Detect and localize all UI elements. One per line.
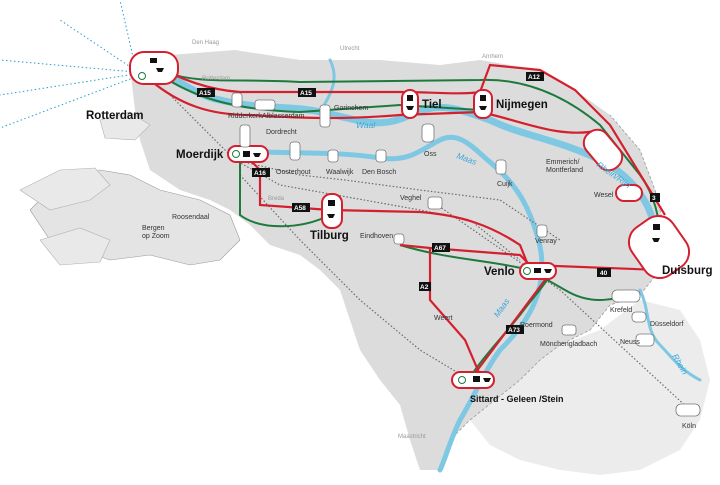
place-koln: Köln (682, 423, 696, 430)
place-breda: Breda (268, 196, 285, 202)
road-a15-west: A15 (199, 90, 211, 97)
place-weert: Weert (434, 315, 453, 322)
place-arnhem: Arnhem (482, 54, 503, 60)
place-rotterdam-small: Rotterdam (202, 76, 230, 82)
place-eindhoven: Eindhoven (360, 233, 393, 240)
place-veghel: Veghel (400, 195, 422, 202)
road-a58: A58 (294, 205, 306, 212)
road-a67: A67 (434, 245, 446, 252)
place-waalwijk: Waalwijk (326, 169, 354, 176)
place-roosendaal: Roosendaal (172, 214, 210, 221)
place-dusseldorf: Düsseldorf (650, 321, 684, 328)
place-neuss: Neuss (620, 339, 640, 346)
place-oosterhout: Oosterhout (276, 169, 311, 176)
city-venlo: Venlo (484, 266, 515, 278)
hub-rotterdam (129, 51, 179, 85)
terminal-icons-grey (231, 92, 701, 417)
border-line (439, 114, 666, 471)
hub-tilburg (321, 193, 343, 229)
city-sittard-geleen-stein: Sittard - Geleen /Stein (470, 394, 564, 404)
place-wesel: Wesel (594, 192, 614, 199)
place-oss: Oss (424, 151, 437, 158)
islands-zeeland (19, 111, 151, 266)
road-lines (149, 61, 666, 381)
road-a12: A12 (528, 74, 540, 81)
hub-emmerich (582, 128, 624, 172)
hub-duisburg (627, 214, 691, 280)
hub-nijmegen (473, 89, 493, 119)
place-alblasserdam: Alblasserdam (262, 113, 305, 120)
place-krefeld: Krefeld (610, 307, 632, 314)
road-a15-mid: A15 (300, 90, 312, 97)
hub-tiel (401, 89, 419, 119)
place-utrecht: Utrecht (340, 46, 360, 52)
place-maastricht: Maastricht (398, 434, 426, 440)
place-dordrecht: Dordrecht (266, 129, 297, 136)
city-tilburg: Tilburg (310, 230, 349, 242)
hubs (129, 51, 691, 389)
place-montferland: Montferland (546, 167, 583, 174)
road-a73: A73 (508, 327, 520, 334)
ship-icon (156, 68, 660, 382)
shipping-lanes (0, 0, 139, 129)
road-de-40: 40 (600, 270, 608, 277)
place-monchengladbach: Mönchengladbach (540, 341, 597, 348)
city-moerdijk: Moerdijk (176, 149, 224, 161)
truck-icon (150, 58, 660, 382)
place-op-zoom: op Zoom (142, 233, 170, 240)
place-bergen: Bergen (142, 225, 165, 232)
place-den-haag: Den Haag (192, 40, 219, 46)
city-rotterdam: Rotterdam (86, 110, 144, 122)
road-de-3: 3 (652, 195, 656, 202)
road-badges (197, 72, 660, 334)
place-ridderkerk: Ridderkerk (228, 113, 262, 120)
place-cuijk: Cuijk (497, 181, 513, 188)
place-venray: Venray (535, 238, 557, 245)
hub-wesel (615, 184, 643, 202)
river-waal: Waal (356, 120, 376, 130)
place-den-bosch: Den Bosch (362, 169, 396, 176)
road-a16: A16 (254, 170, 266, 177)
city-tiel: Tiel (422, 99, 442, 111)
place-gorinchem: Gorinchem (334, 105, 368, 112)
place-roermond: Roermond (520, 322, 553, 329)
city-duisburg: Duisburg (662, 265, 712, 277)
place-emmerich: Emmerich/ (546, 159, 580, 166)
city-nijmegen: Nijmegen (496, 99, 548, 111)
road-a2: A2 (420, 284, 429, 291)
